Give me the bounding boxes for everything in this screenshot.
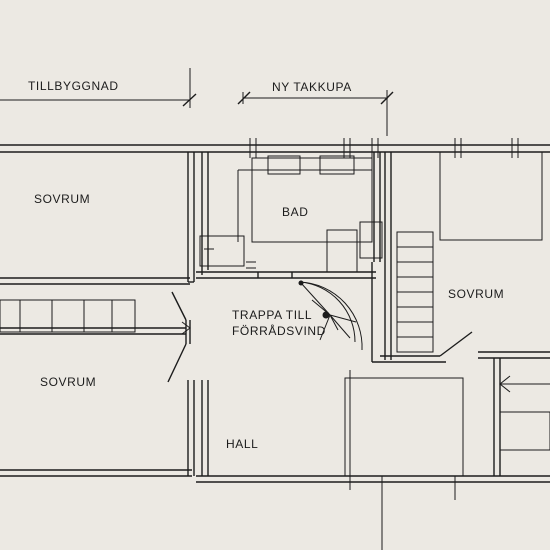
wardrobe-row: [0, 299, 186, 335]
dimension-ny-takkupa: [237, 90, 394, 136]
door-swings-left: [167, 291, 191, 383]
stair-note-line1: TRAPPA TILL: [232, 308, 312, 322]
room-label-sovrum-top-left: SOVRUM: [34, 192, 90, 206]
dimension-label-tillbyggnad: TILLBYGGNAD: [28, 79, 119, 93]
room-label-sovrum-bottom-left: SOVRUM: [40, 375, 96, 389]
interior-wall-right: [371, 151, 543, 363]
dimension-tillbyggnad: [0, 68, 197, 108]
bathroom-bottom-wall: [196, 271, 376, 279]
hall-area: [196, 370, 550, 550]
wall-sovrum-top-left-bottom: [0, 277, 190, 285]
door-swing-right-sovrum: [439, 331, 473, 357]
room-label-hall: HALL: [226, 437, 258, 451]
bathroom: [199, 152, 383, 273]
spiral-stair: [298, 280, 363, 351]
interior-wall-left: [187, 152, 209, 283]
exterior-wall-top: [0, 138, 550, 158]
dimension-label-ny-takkupa: NY TAKKUPA: [272, 80, 352, 94]
room-label-bad: BAD: [282, 205, 308, 219]
room-label-sovrum-right: SOVRUM: [448, 287, 504, 301]
stair-right: [396, 231, 434, 353]
lower-right-area: [478, 351, 550, 476]
wall-sovrum-bottom-left: [0, 380, 195, 477]
stair-note-line2: FÖRRÅDSVIND: [232, 323, 326, 338]
